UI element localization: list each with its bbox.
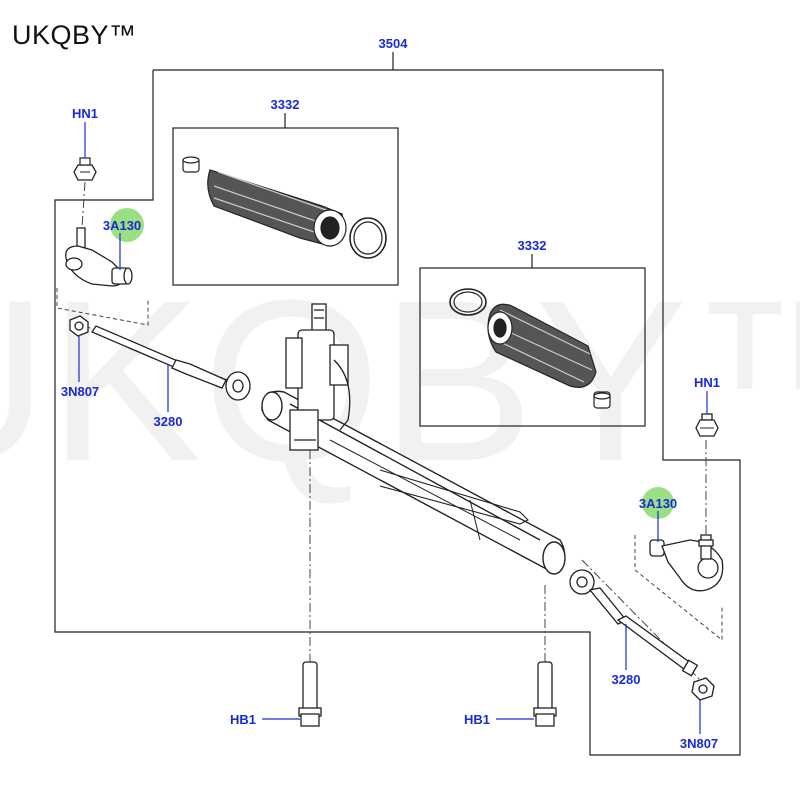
jam-nut-right-part	[691, 677, 715, 701]
boot-right-part	[449, 288, 611, 409]
label-bolt-right: HB1	[464, 712, 490, 727]
label-assembly: 3504	[379, 36, 409, 51]
mounting-bolt-right-part	[533, 661, 557, 727]
label-jam-nut-right: 3N807	[680, 736, 718, 751]
assembly-boundary	[54, 69, 741, 756]
brand-logo: UKQBY™	[12, 20, 137, 50]
boot-left-part	[182, 156, 387, 259]
label-boot-kit-right: 3332	[518, 238, 547, 253]
label-bolt-left: HB1	[230, 712, 256, 727]
group-brackets	[56, 288, 723, 642]
highlight-marker-right	[642, 487, 674, 519]
pinion-valve-part	[285, 303, 351, 451]
inner-rod-left-part	[91, 325, 251, 401]
mounting-bolt-left-part	[298, 661, 322, 727]
flange-nut-right-part	[695, 413, 719, 437]
flange-nut-left-part	[73, 157, 97, 181]
tie-rod-end-right-part	[649, 534, 724, 592]
label-boot-kit-left: 3332	[271, 97, 300, 112]
label-nut-right: HN1	[694, 375, 720, 390]
rack-housing-part	[261, 390, 566, 575]
alignment-lines	[81, 181, 711, 691]
inner-rod-right-part	[569, 569, 699, 677]
label-tie-rod-end-right: 3A130	[639, 496, 677, 511]
label-inner-rod-left: 3280	[154, 414, 183, 429]
label-tie-rod-end-left: 3A130	[103, 218, 141, 233]
label-jam-nut-left: 3N807	[61, 384, 99, 399]
highlight-marker-left	[110, 208, 144, 242]
label-inner-rod-right: 3280	[612, 672, 641, 687]
label-nut-left: HN1	[72, 106, 98, 121]
tie-rod-end-left-part	[65, 227, 133, 287]
jam-nut-left-part	[69, 315, 89, 337]
